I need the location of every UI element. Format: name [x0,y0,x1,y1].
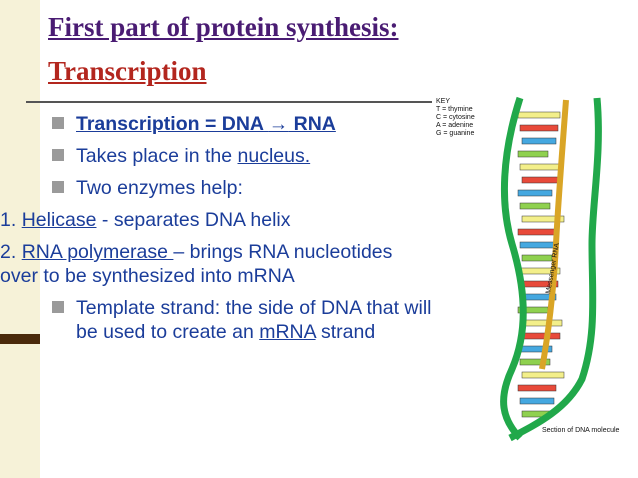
rna-polymerase-term: RNA polymerase [21,241,174,263]
base-pair-rung [519,358,551,366]
numbered-item-rna-polymerase: 2. RNA polymerase – brings RNA nucleotid… [0,241,393,287]
base-pair-rung [519,397,555,405]
mrna-strand [539,99,569,370]
base-pair-rung [521,176,561,184]
key-heading: KEY [436,98,450,105]
helicase-term: Helicase [21,209,97,231]
numbered-item-helicase: 1. Helicase - separates DNA helix [0,209,291,231]
bullet-square-icon [52,117,64,129]
dna-transcription-figure: KEY T = thymine C = cytosine A = adenine… [432,94,628,442]
slide-body: Transcription = DNA → RNA Takes place in… [0,112,432,352]
base-pair-rung [519,124,559,132]
bullet-text: Two enzymes help: [76,177,243,199]
base-pair-rung [519,163,563,171]
left-decor-tab [0,334,40,344]
base-pair-rung [521,254,553,262]
bullet-template-strand: Template strand: the side of DNA that wi… [52,296,432,344]
base-pair-rung [519,241,555,249]
dna-backbone-right [508,97,602,442]
bullet-square-icon [52,181,64,193]
base-pair-rung [521,215,565,223]
dna-backbone-left [500,96,527,441]
bullet-square-icon [52,149,64,161]
key-cytosine: C = cytosine [436,114,475,121]
key-adenine: A = adenine [436,122,473,129]
slide-title: First part of protein synthesis: [48,12,399,42]
arrow-right-icon: → [268,113,289,135]
bullet-enzymes: Two enzymes help: [52,176,432,200]
base-pair-rung [517,111,561,119]
bullet-text: Transcription = DNA → RNA [76,113,336,135]
dna-diagram: KEY T = thymine C = cytosine A = adenine… [436,96,620,442]
base-pair-rung [517,189,553,197]
base-pair-rung [521,371,565,379]
base-pair-rung [517,384,557,392]
base-pair-rung [519,202,551,210]
bullet-transcription-definition: Transcription = DNA → RNA [52,112,432,136]
key-guanine: G = guanine [436,130,474,137]
mrna-term: mRNA [259,321,316,343]
key-thymine: T = thymine [436,106,473,113]
title-divider [26,101,436,103]
bullet-square-icon [52,301,64,313]
nucleus-link: nucleus. [237,145,311,167]
slide-subtitle: Transcription [48,56,207,86]
base-pair-rung [521,137,557,145]
left-decor-band [0,0,40,478]
base-pair-rung [521,332,561,340]
base-pairs [517,111,565,418]
figure-caption: Section of DNA molecule [542,427,620,434]
base-pair-rung [517,228,557,236]
bullet-text: Takes place in the [76,145,238,167]
base-pair-rung [517,150,549,158]
bullet-location: Takes place in the nucleus. [52,144,432,168]
